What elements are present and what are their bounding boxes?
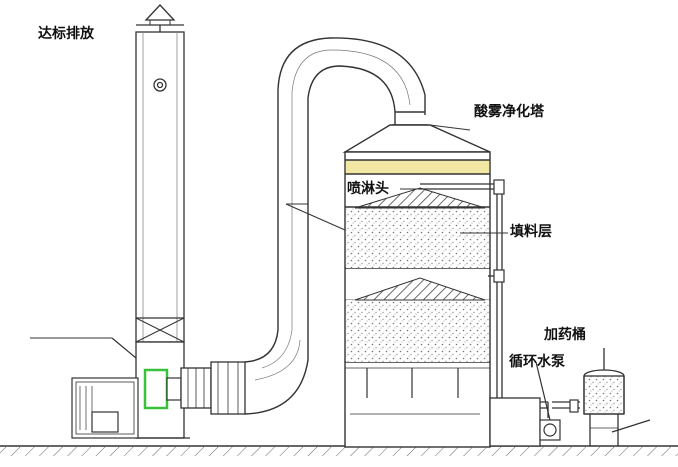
ground	[0, 445, 678, 456]
sump-legs	[350, 368, 480, 415]
leader-line-tower	[429, 124, 471, 131]
fan-icon	[71, 337, 182, 439]
inlet-duct	[180, 361, 246, 415]
label-tower: 酸雾净化塔	[474, 104, 544, 120]
packing-bed-lower	[346, 277, 489, 362]
label-dosing-tank: 加药桶	[544, 327, 586, 343]
valve-icon	[493, 179, 579, 413]
packing-bed-upper	[346, 187, 489, 268]
recirculation-piping	[420, 183, 580, 418]
dosing-tank	[583, 348, 651, 446]
gooseneck-duct	[244, 37, 428, 415]
leader-line-duct	[285, 203, 346, 231]
label-packing-layer: 填料层	[510, 224, 552, 240]
label-circulation-pump: 循环水泵	[509, 354, 565, 370]
label-spray-head: 喷淋头	[347, 181, 389, 197]
label-discharge: 达标排放	[38, 26, 94, 42]
pump-icon	[535, 361, 561, 441]
sump-tank	[489, 397, 541, 447]
chimney-cap-icon	[144, 4, 176, 25]
